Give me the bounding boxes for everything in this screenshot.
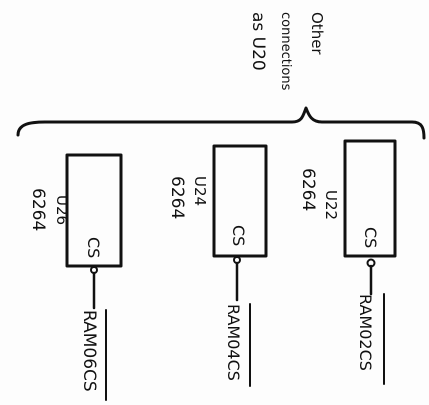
chip-u24-ref: U24 <box>191 176 209 206</box>
note-line-2: connections <box>278 12 293 91</box>
chip-u22-signal: RAM02CS <box>356 294 375 371</box>
chip-u24-pin-label: CS <box>229 225 248 246</box>
chip-u24: CS RAM04CS U24 6264 <box>167 144 268 387</box>
chip-u22: CS RAM02CS U22 6264 <box>298 139 397 385</box>
chip-u26: CS RAM06CS U26 6264 <box>28 153 123 401</box>
note-other-connections: Other connections as U20 <box>248 12 326 91</box>
chip-u26-signal: RAM06CS <box>79 310 99 392</box>
chip-u24-body <box>212 144 268 258</box>
note-line-3: as U20 <box>248 12 268 71</box>
chip-u24-signal: RAM04CS <box>224 304 243 381</box>
chip-u22-ref: U22 <box>322 190 340 220</box>
chip-u22-body <box>343 139 397 258</box>
grouping-brace <box>16 106 426 140</box>
chip-u22-part: 6264 <box>298 168 318 211</box>
chip-u24-part: 6264 <box>167 176 187 219</box>
chip-u22-pin-label: CS <box>361 227 380 248</box>
chip-u26-ref: U26 <box>53 195 71 225</box>
chip-u26-part: 6264 <box>28 188 48 231</box>
chip-u26-pin-label: CS <box>84 237 103 258</box>
note-line-1: Other <box>308 12 326 55</box>
